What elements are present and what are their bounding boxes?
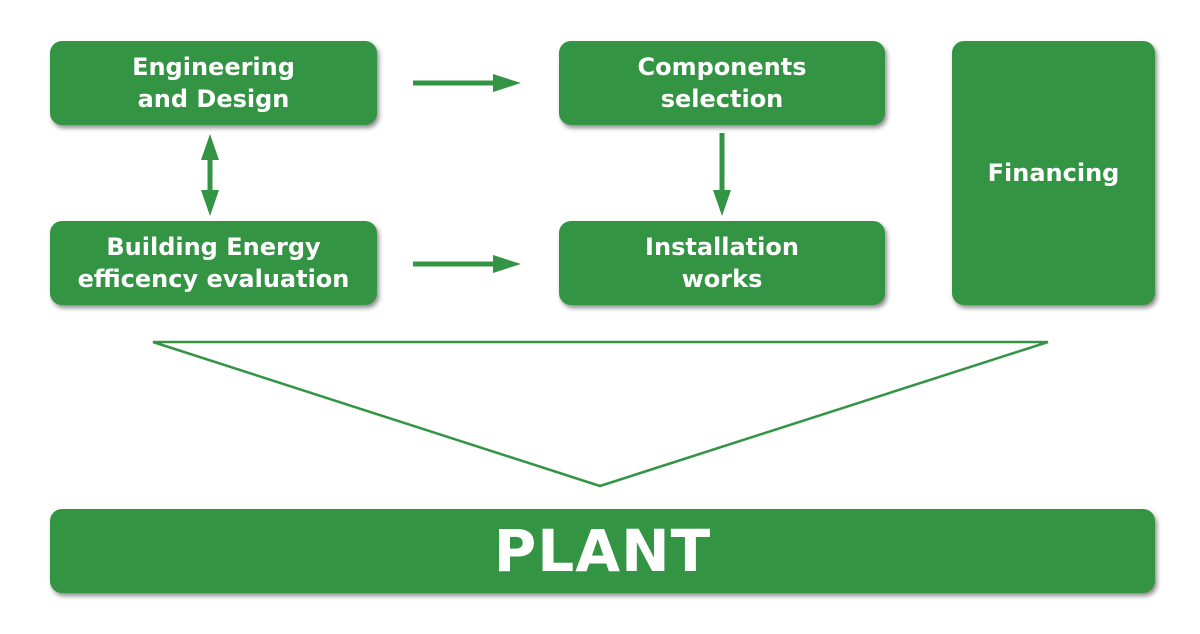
arrow-engineering-building-bidirectional <box>201 134 219 216</box>
box-engineering-and-design: Engineering and Design <box>50 41 377 125</box>
box-financing: Financing <box>952 41 1155 305</box>
box-engineering-line2: and Design <box>137 85 290 113</box>
box-components-line2: selection <box>660 85 784 113</box>
box-installation-line2: works <box>681 265 763 293</box>
box-plant-label: PLANT <box>493 517 712 585</box>
arrow-engineering-to-components <box>413 74 521 92</box>
arrow-components-to-installation <box>713 133 731 216</box>
box-building-line1: Building Energy <box>106 233 321 261</box>
box-engineering-line1: Engineering <box>132 53 295 81</box>
box-installation-line1: Installation <box>645 233 799 261</box>
box-financing-label: Financing <box>987 159 1120 187</box>
box-components-selection: Components selection <box>559 41 885 125</box>
box-building-line2: efficency evaluation <box>77 265 350 293</box>
box-components-line1: Components <box>637 53 807 81</box>
box-building-energy-efficiency: Building Energy efficency evaluation <box>50 221 377 305</box>
funnel-triangle <box>152 340 1049 488</box>
box-installation-works: Installation works <box>559 221 885 305</box>
arrow-building-to-installation <box>413 255 521 273</box>
box-plant: PLANT <box>50 509 1155 593</box>
